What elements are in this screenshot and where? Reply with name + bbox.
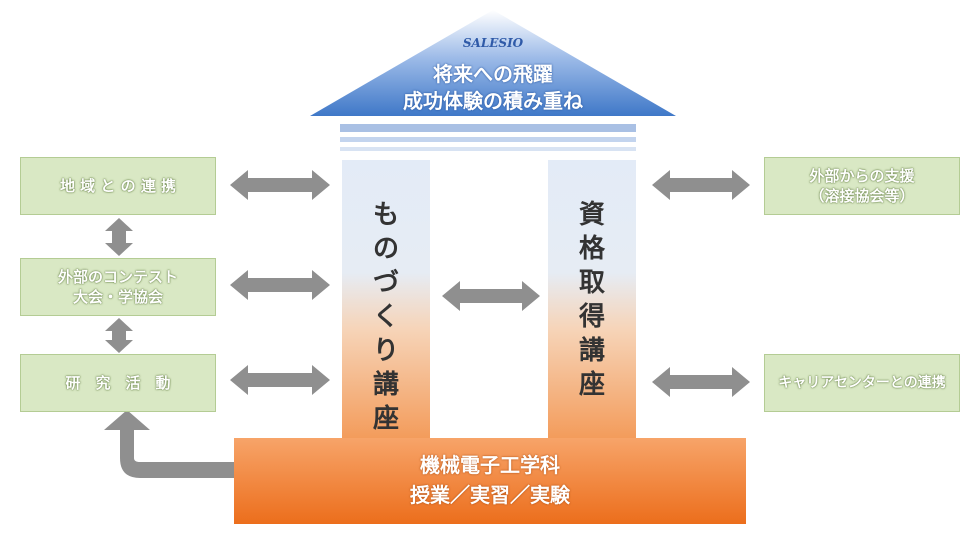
- box-external-support-line1: 外部からの支援: [809, 167, 915, 185]
- roof-text-line1: 将来への飛躍: [433, 62, 553, 86]
- roof-text-line2: 成功体験の積み重ね: [403, 89, 583, 113]
- base-block: [234, 438, 746, 524]
- box-research-activities-label: 研 究 活 動: [65, 374, 171, 392]
- arrow-right-1: [652, 170, 750, 200]
- box-external-contests-line2: 大会・学協会: [72, 288, 163, 306]
- pillar-right-char: 取: [578, 268, 605, 298]
- box-regional-collaboration: 地 域 と の 連 携: [20, 157, 216, 215]
- pillar-right-char: 得: [578, 302, 605, 332]
- roof-beam-2: [340, 137, 636, 142]
- pillar-left-char: づ: [372, 268, 399, 298]
- arrow-center: [442, 281, 540, 311]
- base-text-line2: 授業／実習／実験: [410, 483, 570, 507]
- arrow-right-2: [652, 367, 750, 397]
- pillar-left-char: 講: [372, 370, 399, 400]
- roof: [310, 10, 676, 116]
- pillar-left-char: の: [372, 234, 399, 264]
- pillar-left-char: 座: [372, 404, 399, 434]
- box-external-support-line2: （溶接協会等）: [809, 187, 915, 205]
- pillar-left-text: も の づ く り 講 座: [366, 198, 406, 436]
- arrow-feedback: [104, 410, 234, 478]
- box-external-contests: 外部のコンテスト 大会・学協会: [20, 258, 216, 316]
- box-research-activities: 研 究 活 動: [20, 354, 216, 412]
- pillar-left-char: も: [372, 200, 399, 230]
- box-external-contests-line1: 外部のコンテスト: [57, 268, 178, 286]
- roof-beam-1: [340, 124, 636, 132]
- pillar-left-char: り: [372, 336, 399, 366]
- arrow-vertical-2: [105, 318, 133, 353]
- arrow-left-3: [230, 365, 330, 395]
- pillar-right: [548, 160, 636, 442]
- pillar-right-char: 講: [578, 336, 605, 366]
- pillar-right-text: 資 格 取 得 講 座: [572, 198, 612, 402]
- logo: SALESIO: [462, 36, 524, 50]
- box-regional-collaboration-label: 地 域 と の 連 携: [59, 177, 177, 195]
- box-external-support: 外部からの支援 （溶接協会等）: [764, 157, 960, 215]
- arrow-left-1: [230, 170, 330, 200]
- arrow-left-2: [230, 270, 330, 300]
- pillar-right-char: 座: [578, 370, 605, 400]
- pillar-right-char: 資: [578, 200, 605, 230]
- arrow-vertical-1: [105, 218, 133, 256]
- box-career-center: キャリアセンターとの連携: [764, 354, 960, 412]
- pillar-left-char: く: [372, 302, 399, 332]
- pillar-left: [342, 160, 430, 442]
- pillar-right-char: 格: [578, 234, 605, 264]
- roof-beam-3: [340, 147, 636, 151]
- box-career-center-label: キャリアセンターとの連携: [778, 375, 946, 391]
- base-text-line1: 機械電子工学科: [420, 453, 560, 477]
